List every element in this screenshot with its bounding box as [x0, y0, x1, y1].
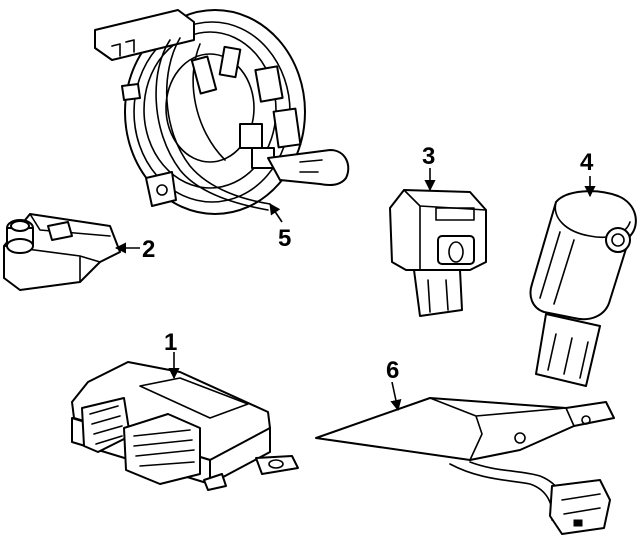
control-module-part	[71, 361, 299, 491]
callout-number-6: 6	[386, 357, 399, 384]
callout-number-4: 4	[580, 149, 594, 176]
bracket-part	[315, 397, 615, 535]
callout-number-5: 5	[278, 225, 291, 252]
callout-leader-5	[269, 203, 283, 223]
callout-number-3: 3	[422, 143, 435, 170]
side-sensor-part	[389, 189, 487, 317]
front-sensor-part	[529, 190, 637, 387]
impact-sensor-part	[3, 213, 121, 291]
callout-leader-6	[390, 381, 402, 412]
clockspring-part	[94, 9, 350, 215]
callout-number-1: 1	[164, 329, 177, 356]
callout-number-2: 2	[142, 236, 155, 263]
